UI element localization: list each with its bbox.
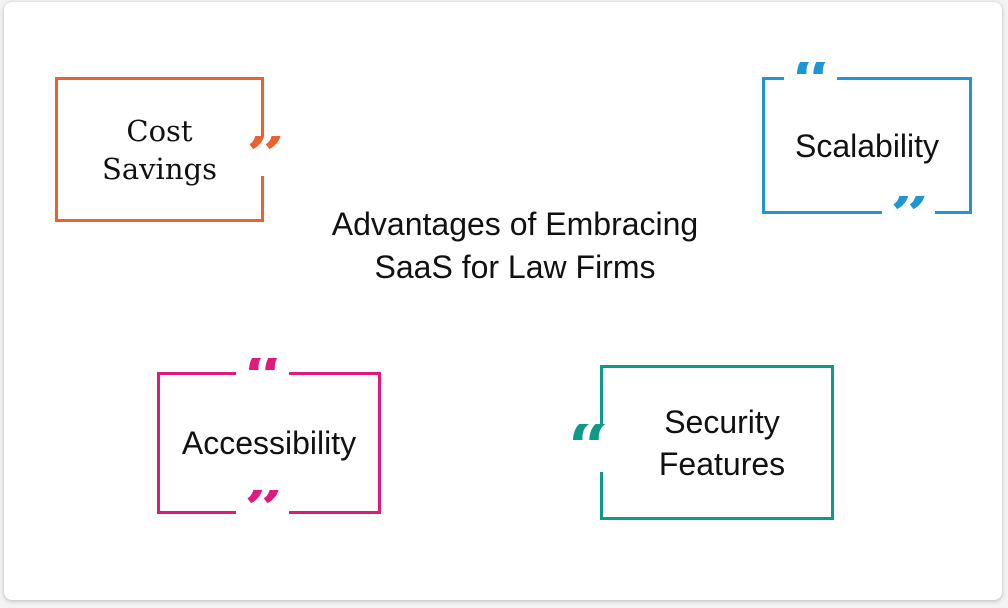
scalability-box: Scalability <box>762 77 972 214</box>
open-quote-icon: “ <box>784 62 838 102</box>
cost-savings-line-1: Cost <box>126 113 193 148</box>
security-features-line-1: Security <box>664 403 780 440</box>
close-quote-icon: ” <box>236 490 290 530</box>
cost-savings-line-2: Savings <box>102 151 217 186</box>
title-line-1: Advantages of Embracing <box>331 206 699 242</box>
close-quote-icon: ” <box>882 196 936 236</box>
diagram-title: Advantages of Embracing SaaS for Law Fir… <box>265 203 765 289</box>
close-quote-icon: ” <box>240 136 290 176</box>
title-line-2: SaaS for Law Firms <box>374 249 656 285</box>
scalability-label: Scalability <box>794 127 940 164</box>
accessibility-label: Accessibility <box>181 425 357 461</box>
open-quote-icon: “ <box>236 358 290 398</box>
security-features-line-2: Features <box>658 445 786 482</box>
open-quote-icon: “ <box>562 424 612 472</box>
accessibility-box: Accessibility <box>157 372 381 514</box>
